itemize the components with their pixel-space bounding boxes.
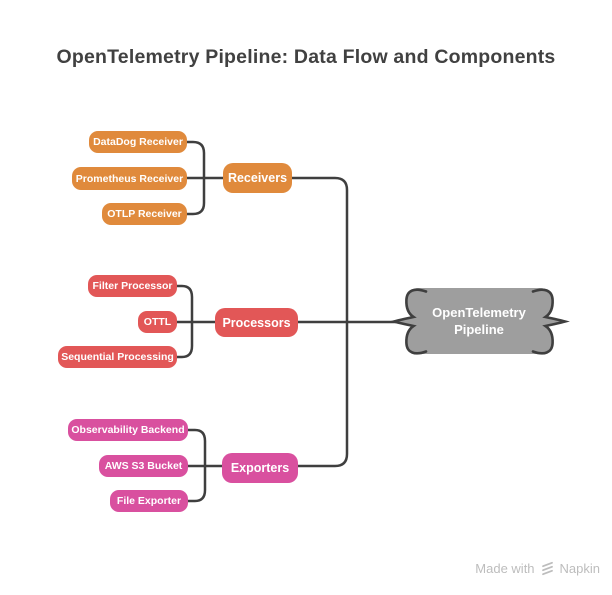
pipeline-node-shape — [393, 288, 565, 354]
node-prometheus-receiver: Prometheus Receiver — [72, 167, 187, 190]
pipeline-label-line1: OpenTelemetry — [432, 305, 526, 320]
brand-label: Napkin — [559, 561, 600, 576]
node-receivers-hub: Receivers — [223, 163, 292, 193]
diagram-title: OpenTelemetry Pipeline: Data Flow and Co… — [56, 46, 556, 68]
napkin-logo-icon — [541, 561, 553, 576]
node-sequential-processing: Sequential Processing — [58, 346, 177, 368]
node-file-exporter: File Exporter — [110, 490, 188, 512]
node-filter-processor: Filter Processor — [88, 275, 177, 297]
pipeline-label-line2: Pipeline — [454, 322, 504, 337]
node-otlp-receiver: OTLP Receiver — [102, 203, 187, 225]
node-datadog-receiver: DataDog Receiver — [89, 131, 187, 153]
left-brace-icon — [389, 288, 428, 355]
node-observability-backend: Observability Backend — [68, 419, 188, 441]
node-exporters-hub: Exporters — [222, 453, 298, 483]
node-processors-hub: Processors — [215, 308, 298, 337]
right-brace-icon — [531, 288, 570, 355]
node-aws-s3-bucket: AWS S3 Bucket — [99, 455, 188, 477]
node-opentelemetry-pipeline: OpenTelemetry Pipeline — [405, 288, 553, 354]
made-with-label: Made with — [475, 561, 535, 576]
attribution: Made with Napkin — [475, 561, 600, 576]
node-ottl: OTTL — [138, 311, 177, 333]
